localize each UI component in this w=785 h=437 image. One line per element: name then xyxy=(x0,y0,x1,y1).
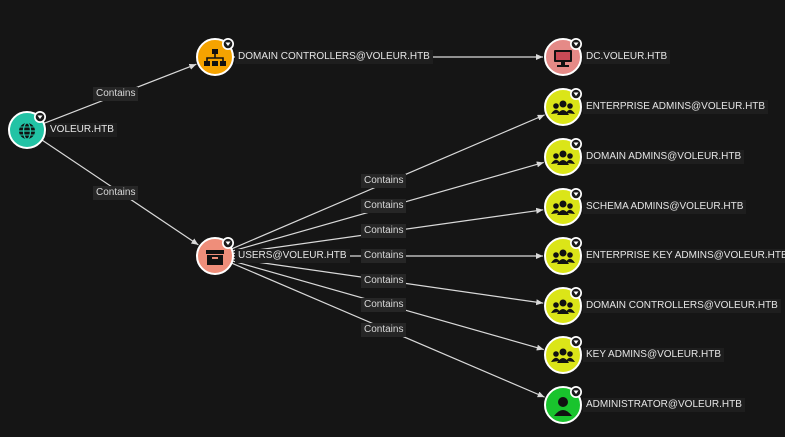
node-badge-icon xyxy=(570,88,582,100)
node-da[interactable] xyxy=(544,138,582,176)
node-badge-icon xyxy=(570,237,582,249)
edge-label-contains[interactable]: Contains xyxy=(93,87,139,101)
monitor-icon xyxy=(554,50,572,67)
node-label-ea[interactable]: ENTERPRISE ADMINS@VOLEUR.HTB xyxy=(583,100,769,114)
group-icon xyxy=(551,299,575,314)
node-badge-icon xyxy=(34,111,46,123)
node-dc_ou[interactable] xyxy=(196,38,234,76)
node-dc[interactable] xyxy=(544,38,582,76)
node-label-users[interactable]: USERS@VOLEUR.HTB xyxy=(235,249,350,263)
edge-label-contains[interactable]: Contains xyxy=(93,186,139,200)
node-badge-icon xyxy=(570,386,582,398)
node-label-sa[interactable]: SCHEMA ADMINS@VOLEUR.HTB xyxy=(583,200,747,214)
node-label-dc_ou[interactable]: DOMAIN CONTROLLERS@VOLEUR.HTB xyxy=(235,50,433,64)
node-admin[interactable] xyxy=(544,386,582,424)
node-ea[interactable] xyxy=(544,88,582,126)
node-badge-icon xyxy=(570,138,582,150)
node-label-admin[interactable]: ADMINISTRATOR@VOLEUR.HTB xyxy=(583,398,745,412)
edge-label-contains[interactable]: Contains xyxy=(361,274,407,288)
node-ka[interactable] xyxy=(544,336,582,374)
edge-label-contains[interactable]: Contains xyxy=(361,323,407,337)
node-domain[interactable] xyxy=(8,111,46,149)
node-dcg[interactable] xyxy=(544,287,582,325)
box-icon xyxy=(206,250,224,265)
edge-label-contains[interactable]: Contains xyxy=(361,224,407,238)
node-badge-icon xyxy=(570,336,582,348)
user-icon xyxy=(554,397,572,416)
node-users[interactable] xyxy=(196,237,234,275)
group-icon xyxy=(551,348,575,363)
edge-label-contains[interactable]: Contains xyxy=(361,199,407,213)
node-badge-icon xyxy=(570,38,582,50)
node-badge-icon xyxy=(222,38,234,50)
node-badge-icon xyxy=(570,287,582,299)
node-label-da[interactable]: DOMAIN ADMINS@VOLEUR.HTB xyxy=(583,150,745,164)
node-label-dc[interactable]: DC.VOLEUR.HTB xyxy=(583,50,671,64)
node-label-domain[interactable]: VOLEUR.HTB xyxy=(47,123,117,137)
globe-icon xyxy=(19,122,35,140)
node-label-eka[interactable]: ENTERPRISE KEY ADMINS@VOLEUR.HTB xyxy=(583,249,785,263)
node-label-ka[interactable]: KEY ADMINS@VOLEUR.HTB xyxy=(583,348,724,362)
group-icon xyxy=(551,100,575,115)
group-icon xyxy=(551,200,575,215)
node-sa[interactable] xyxy=(544,188,582,226)
edge-label-contains[interactable]: Contains xyxy=(361,298,407,312)
org-chart-icon xyxy=(204,49,226,66)
group-icon xyxy=(551,150,575,165)
edge-label-contains[interactable]: Contains xyxy=(361,249,407,263)
edge-label-contains[interactable]: Contains xyxy=(361,174,407,188)
node-badge-icon xyxy=(222,237,234,249)
node-badge-icon xyxy=(570,188,582,200)
node-eka[interactable] xyxy=(544,237,582,275)
group-icon xyxy=(551,249,575,264)
node-label-dcg[interactable]: DOMAIN CONTROLLERS@VOLEUR.HTB xyxy=(583,299,781,313)
